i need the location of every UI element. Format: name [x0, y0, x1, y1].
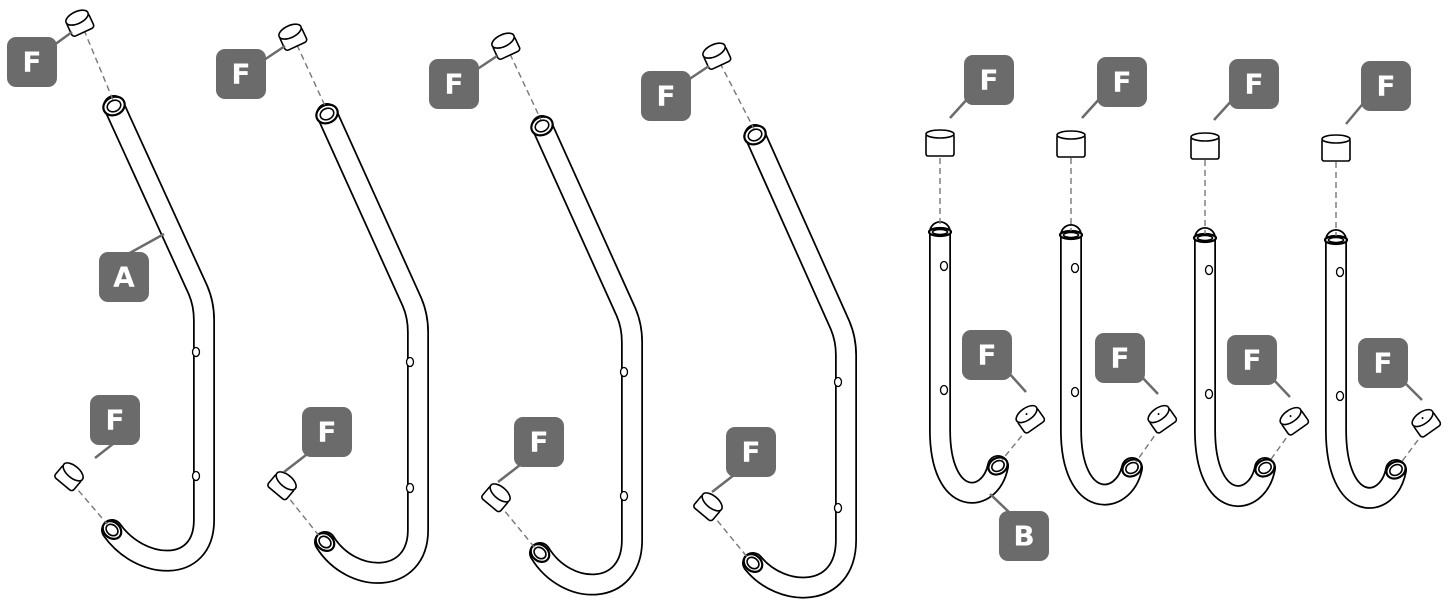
callout-f-3-text: F — [444, 68, 463, 101]
end-cap-short-bottom-3 — [1279, 406, 1310, 436]
callout-f-5-text: F — [105, 404, 124, 437]
short-tube-1 — [927, 221, 1009, 504]
callout-f-2: F — [216, 49, 266, 99]
callout-f-16-text: F — [1373, 347, 1392, 380]
callout-f-8-text: F — [741, 436, 760, 469]
short-tube-3 — [1192, 227, 1276, 507]
callout-f-14-text: F — [1110, 342, 1129, 375]
callout-f-11: F — [1229, 59, 1279, 109]
end-cap-short-bottom-4 — [1411, 408, 1442, 438]
end-cap-top-1 — [65, 9, 95, 38]
callout-a: A — [99, 252, 149, 302]
end-cap-bottom-2 — [267, 471, 297, 501]
end-cap-bottom-1 — [54, 462, 84, 492]
callout-f-13-text: F — [977, 339, 996, 372]
callout-f-6: F — [302, 407, 352, 457]
long-tube-4 — [742, 124, 857, 599]
long-tube-1 — [101, 95, 215, 572]
end-cap-short-top-4 — [1321, 134, 1351, 162]
end-cap-top-3 — [491, 32, 521, 61]
callout-f-3: F — [429, 59, 479, 109]
end-cap-top-4 — [702, 42, 732, 71]
callout-f-7: F — [514, 417, 564, 467]
short-tube-4 — [1323, 229, 1407, 509]
callout-f-13: F — [962, 330, 1012, 380]
end-cap-short-bottom-2 — [1147, 404, 1178, 434]
callout-f-5: F — [90, 395, 140, 445]
end-cap-short-top-2 — [1056, 130, 1086, 158]
callout-f-11-text: F — [1244, 68, 1263, 101]
callout-f-12-text: F — [1376, 70, 1395, 103]
long-tube-3 — [529, 115, 643, 596]
callout-f-4: F — [641, 71, 691, 121]
callout-a-text: A — [113, 261, 135, 294]
callout-f-9: F — [964, 55, 1014, 105]
callout-f-15: F — [1227, 335, 1277, 385]
short-tube-2 — [1058, 224, 1143, 506]
alignment-lines — [71, 29, 1425, 559]
callout-f-6-text: F — [317, 416, 336, 449]
end-cap-short-top-3 — [1190, 132, 1220, 160]
end-cap-bottom-3 — [481, 483, 511, 513]
callout-f-7-text: F — [529, 426, 548, 459]
callout-f-8: F — [726, 427, 776, 477]
long-tube-2 — [314, 103, 429, 584]
callout-f-12: F — [1361, 61, 1411, 111]
callout-f-15-text: F — [1242, 344, 1261, 377]
callout-f-10: F — [1097, 57, 1147, 107]
callout-f-1-text: F — [22, 46, 41, 79]
callout-f-14: F — [1095, 333, 1145, 383]
end-cap-top-2 — [278, 23, 308, 52]
callout-f-2-text: F — [231, 58, 250, 91]
end-cap-short-top-1 — [925, 129, 955, 157]
callout-f-10-text: F — [1112, 66, 1131, 99]
end-cap-short-bottom-1 — [1015, 404, 1046, 434]
callout-f-4-text: F — [656, 80, 675, 113]
end-cap-bottom-4 — [693, 492, 723, 522]
callout-b-text: B — [1013, 520, 1034, 553]
callout-f-1: F — [7, 37, 57, 87]
callout-b: B — [999, 511, 1049, 561]
callout-f-16: F — [1358, 338, 1408, 388]
callout-f-9-text: F — [979, 64, 998, 97]
